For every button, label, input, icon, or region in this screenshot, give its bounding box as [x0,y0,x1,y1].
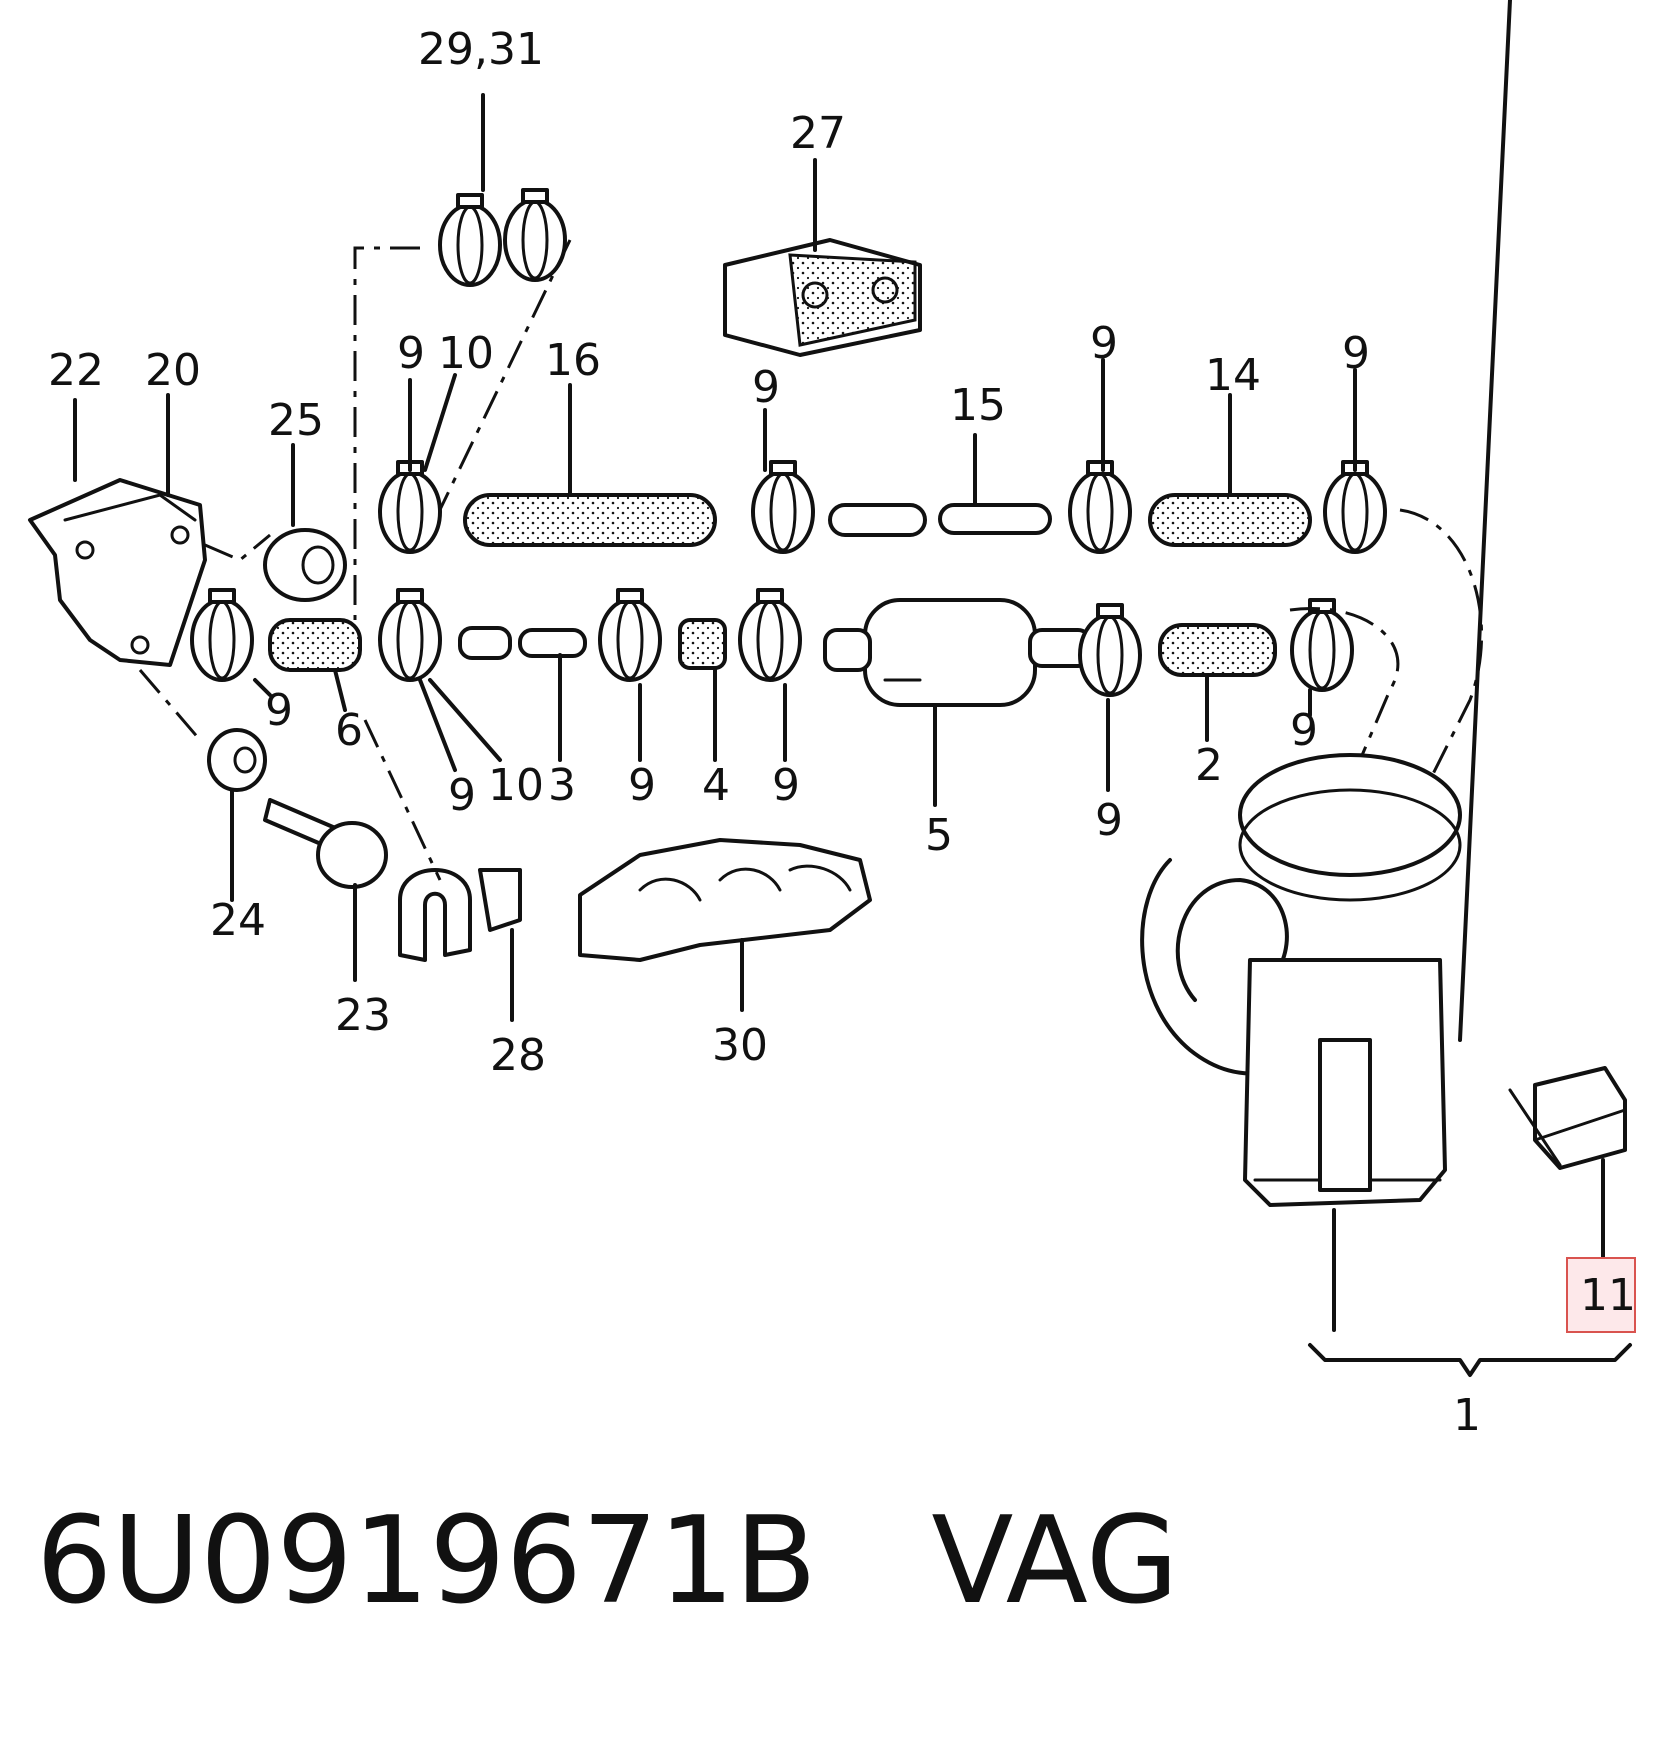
connector-3 [518,628,587,658]
connector-3a [458,626,512,660]
clamp-9-mid-5 [1078,603,1142,697]
part-number: 6U0919671B [36,1492,817,1631]
clamp-9-top-1 [378,460,442,554]
callout-11-highlight-box [1566,1257,1636,1333]
sender-block-11 [1508,1066,1636,1333]
clamp-9-mid-1 [190,588,254,682]
washer-24 [138,669,267,902]
callout-25: 25 [268,395,324,446]
callout-2: 2 [1195,740,1223,791]
callout-27: 27 [790,108,846,159]
clamp-9-mid-6 [1290,598,1354,692]
callout-5: 5 [925,810,953,861]
hose-4 [678,618,727,670]
connector-15 [828,433,1052,537]
callout-4: 4 [702,760,730,811]
callout-23: 23 [335,990,391,1041]
callout-16: 16 [545,335,601,386]
double-clamp-29-31 [353,93,572,620]
fuel-pump-assembly-1 [1140,0,1632,1377]
callout-14: 14 [1205,350,1261,401]
callout-9-h: 9 [772,760,800,811]
callout-22: 22 [48,345,104,396]
clip-28 [363,719,522,1022]
part-caption: 6U0919671B VAG [36,1490,1179,1634]
callout-9-a: 9 [397,328,425,379]
callout-1: 1 [1453,1390,1481,1441]
callout-15: 15 [950,380,1006,431]
callout-9-c: 9 [1090,318,1118,369]
callout-9-d: 9 [1342,328,1370,379]
callout-28: 28 [490,1030,546,1081]
callout-20: 20 [145,345,201,396]
callout-9-g: 9 [628,760,656,811]
brand-name: VAG [931,1492,1179,1631]
callout-9-f: 9 [448,770,476,821]
callout-29-31: 29,31 [418,24,544,75]
callout-10-b: 10 [488,760,544,811]
holder-27 [723,158,922,357]
clamp-9-mid-3 [598,588,662,682]
callout-9-b: 9 [752,362,780,413]
clamp-9-top-4 [1323,460,1387,554]
fuel-filter-5 [823,598,1092,807]
clamp-9-mid-4 [738,588,802,682]
hose-2 [1158,623,1277,677]
clamp-9-mid-2 [378,588,442,682]
callout-3: 3 [548,760,576,811]
callout-24: 24 [210,895,266,946]
callout-6: 6 [335,705,363,756]
clamp-9-top-2 [751,460,815,554]
hose-14 [1148,493,1312,547]
callout-30: 30 [712,1020,768,1071]
callout-9-j: 9 [1290,705,1318,756]
bracket-20-22 [28,393,271,667]
holder-30 [578,838,872,1012]
hose-16 [463,493,717,547]
bolt-23 [263,798,388,982]
nut-25 [263,443,347,602]
callout-11: 11 [1580,1270,1636,1321]
callout-9-e: 9 [265,685,293,736]
callout-9-i: 9 [1095,795,1123,846]
exploded-parts-diagram: 29,31 27 16 14 15 9 10 9 9 9 [28,0,1636,1441]
callout-10-a: 10 [438,328,494,379]
clamp-9-top-3 [1068,460,1132,554]
hose-6 [268,618,362,672]
